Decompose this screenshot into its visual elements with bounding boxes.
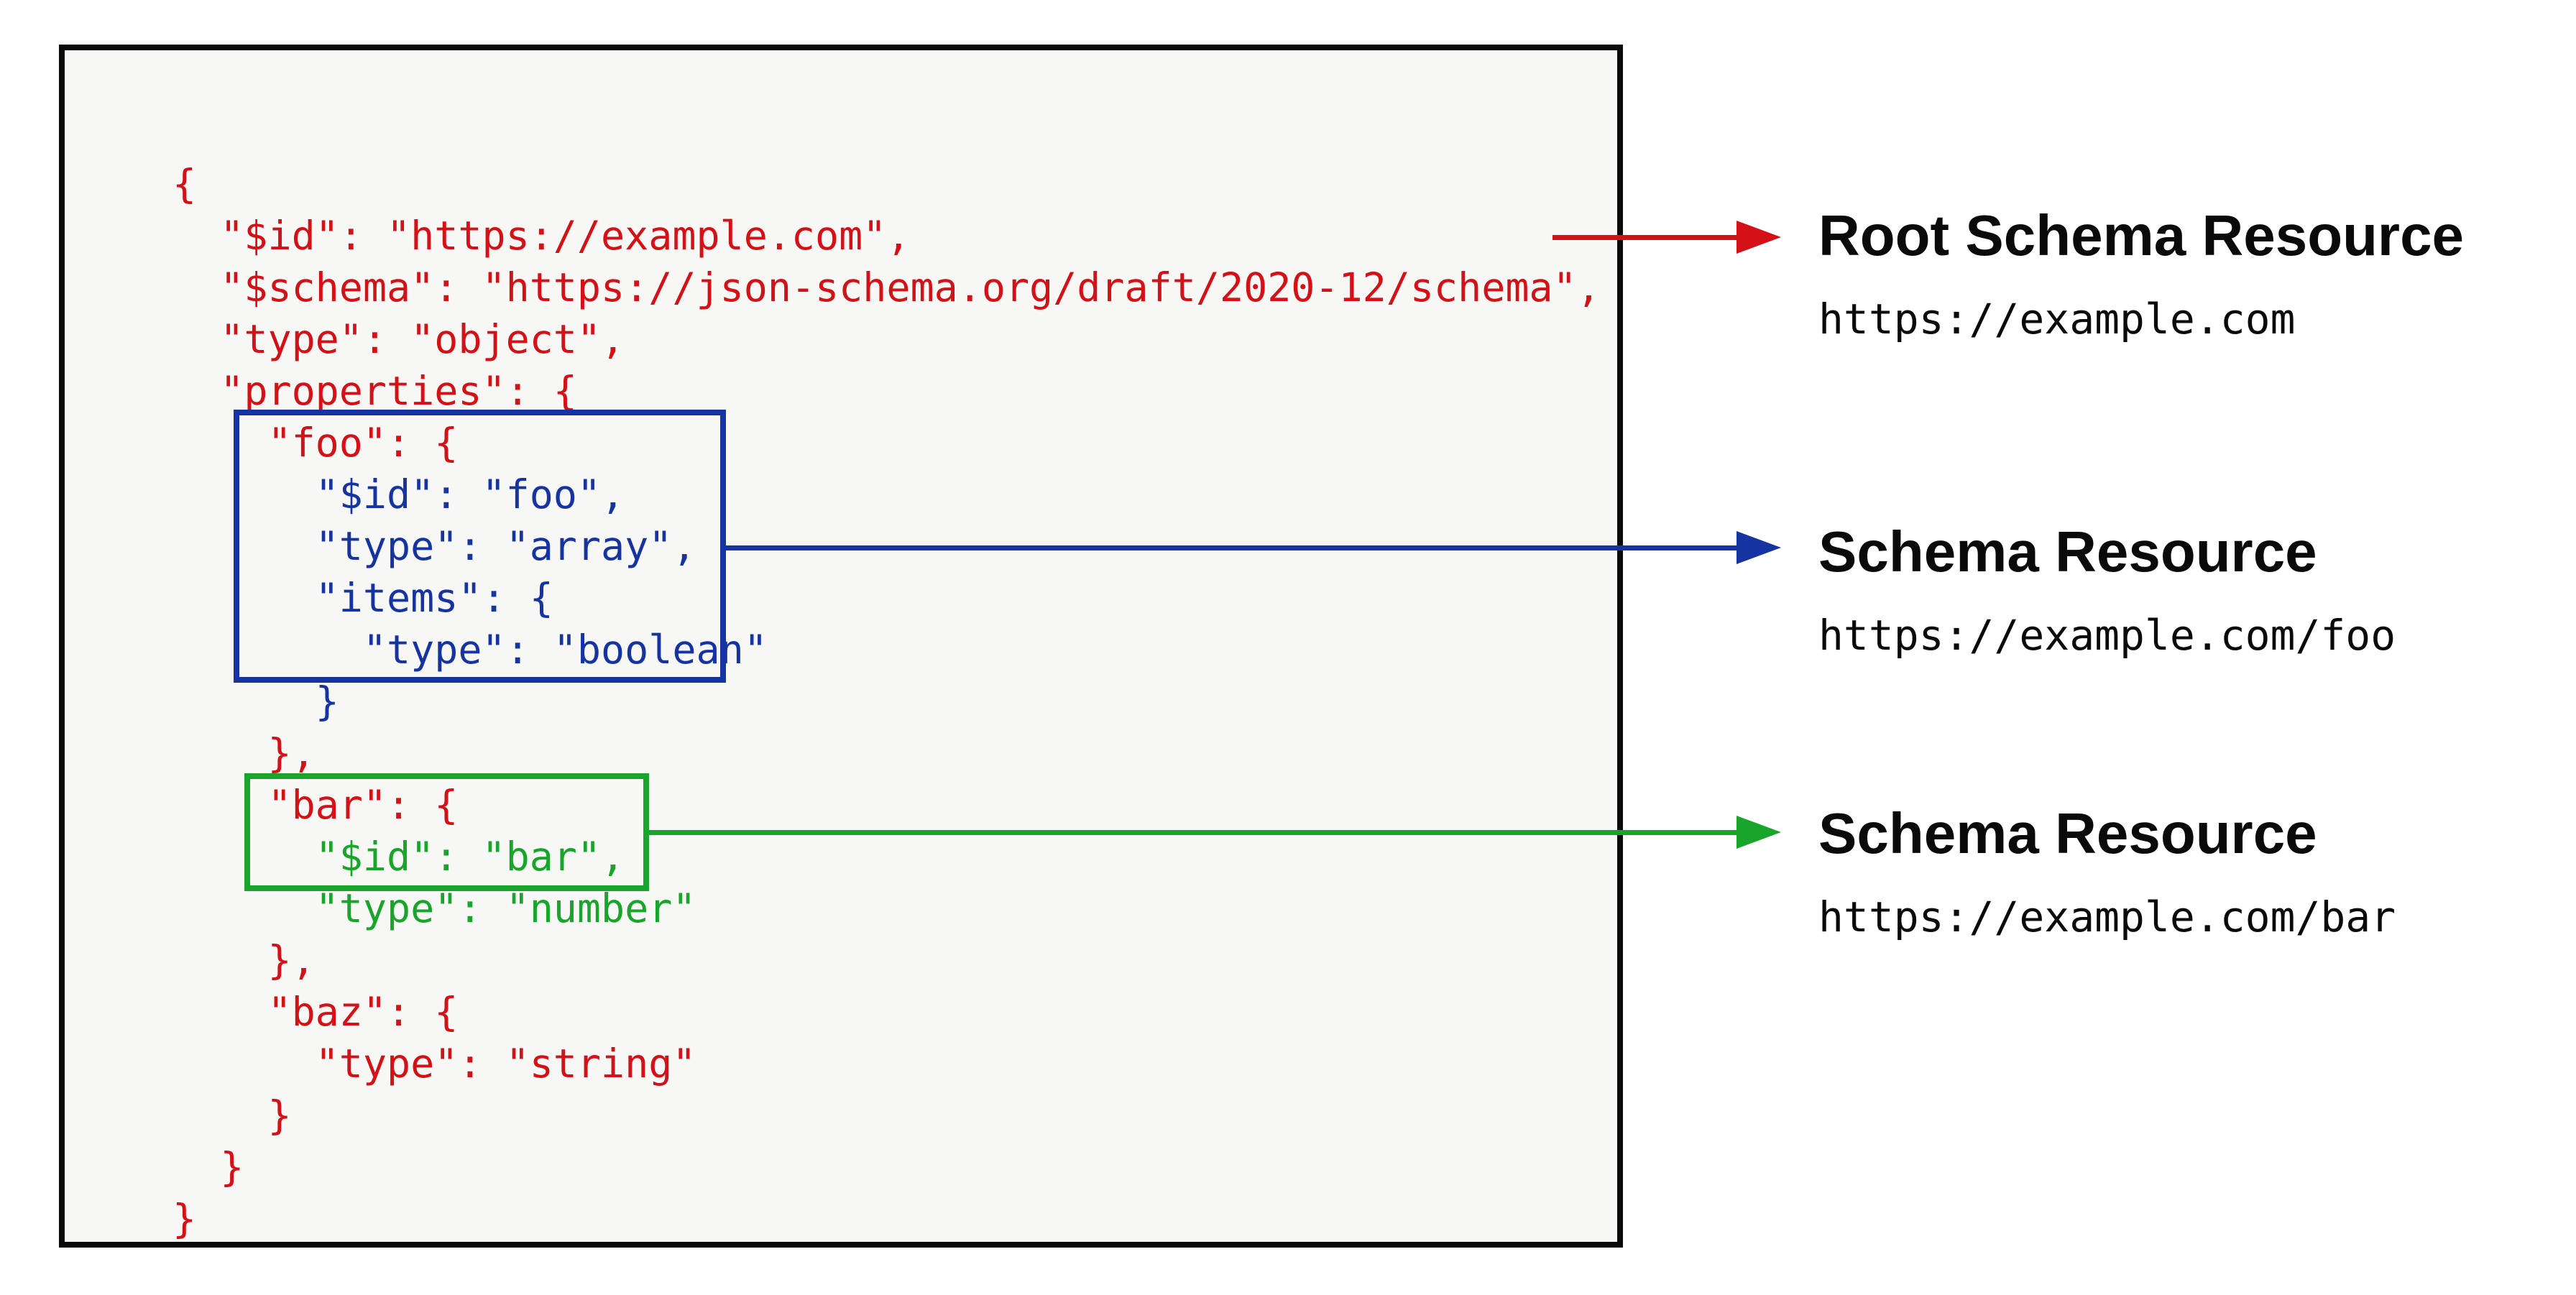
label-url: https://example.com/foo: [1818, 611, 2396, 660]
code-line: "properties": {: [172, 368, 577, 414]
code-line: "$id": "bar",: [172, 834, 625, 880]
bar-schema-resource-outline: [244, 773, 649, 891]
label-title: Schema Resource: [1818, 801, 2317, 865]
code-line: "baz": {: [172, 989, 459, 1035]
code-line: "foo": {: [172, 420, 459, 466]
code-line: "type": "string": [172, 1041, 696, 1087]
code-line: "$id": "foo",: [172, 471, 625, 517]
code-line: "bar": {: [172, 782, 459, 828]
root-schema-resource-label: Root Schema Resource https://example.com: [1818, 207, 2464, 341]
code-line: "items": {: [172, 575, 553, 621]
code-line: {: [172, 161, 197, 207]
arrow-shaft: [726, 545, 1736, 550]
arrow-shaft: [1552, 235, 1736, 240]
arrowhead-icon: [1736, 816, 1781, 849]
json-schema-code: { "$id": "https://example.com", "$schema…: [172, 158, 1601, 1245]
code-line: },: [172, 937, 316, 983]
code-line: "type": "object",: [172, 316, 625, 362]
arrow-shaft: [649, 830, 1736, 835]
label-title: Root Schema Resource: [1818, 203, 2465, 267]
code-line: }: [172, 1092, 292, 1138]
schema-code-box: { "$id": "https://example.com", "$schema…: [59, 45, 1623, 1248]
arrowhead-icon: [1736, 531, 1781, 564]
foo-schema-resource-outline: [234, 410, 726, 683]
label-url: https://example.com/bar: [1818, 893, 2396, 941]
code-line: "type": "number": [172, 885, 696, 931]
code-line: "type": "array",: [172, 523, 696, 569]
foo-schema-resource-label: Schema Resource https://example.com/foo: [1818, 520, 2396, 660]
label-title: Schema Resource: [1818, 520, 2317, 584]
code-line: }: [172, 1196, 197, 1242]
code-line: }: [172, 1144, 244, 1190]
code-line: "type": "boolean": [172, 627, 768, 673]
label-url: https://example.com: [1818, 295, 2296, 344]
code-line: "$schema": "https://json-schema.org/draf…: [172, 264, 1601, 310]
code-line: },: [172, 730, 316, 776]
arrowhead-icon: [1736, 221, 1781, 254]
bar-schema-resource-label: Schema Resource https://example.com/bar: [1818, 805, 2396, 939]
code-line: }: [172, 678, 339, 724]
code-line: "$id": "https://example.com",: [172, 213, 911, 259]
